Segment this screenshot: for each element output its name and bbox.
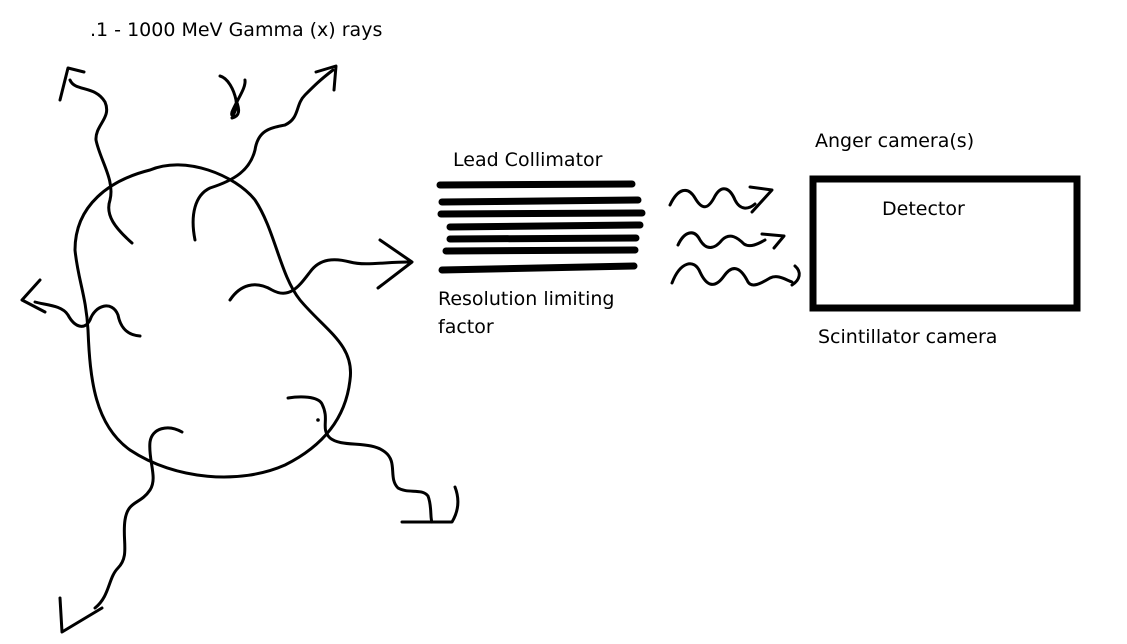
gamma-symbol [218, 74, 247, 120]
gamma-ray-bottom-right [286, 395, 434, 524]
lead-collimator [436, 180, 646, 274]
collimator-bar [442, 246, 639, 255]
collimator-bar [438, 196, 642, 206]
detector-label: Detector [882, 198, 965, 220]
organ-outline [73, 163, 353, 479]
gamma-ray-title: .1 - 1000 MeV Gamma (x) rays [90, 19, 383, 41]
anger-camera-label: Anger camera(s) [815, 130, 975, 152]
gamma-ray-left [33, 300, 142, 338]
collimator-bar [438, 262, 638, 274]
photon-wave-middle [676, 231, 767, 249]
collimator-bar [436, 180, 636, 189]
resolution-label: Resolution limiting factor [438, 288, 615, 338]
arrowhead-top-left [58, 66, 86, 102]
collimator-label: Lead Collimator [453, 149, 603, 171]
dot-mark [316, 418, 320, 422]
collimator-bar [446, 234, 640, 243]
photon-arrowhead-bottom [790, 264, 801, 287]
scintillator-label: Scintillator camera [818, 326, 998, 348]
arrowhead-top-right [314, 64, 338, 92]
arrowhead-left [20, 278, 47, 314]
collimator-bar [437, 209, 646, 218]
collimator-bar [446, 221, 644, 231]
arrowhead-right [376, 238, 414, 290]
gamma-ray-top-right [191, 68, 335, 242]
photon-arrowhead-middle [760, 232, 786, 250]
detector-box [809, 175, 1081, 312]
gamma-ray-top-left [68, 78, 134, 245]
photon-wave-bottom [670, 262, 794, 287]
arrowhead-bottom-left [58, 596, 104, 634]
photon-wave-top [668, 187, 757, 210]
gamma-ray-bottom-left [93, 426, 184, 610]
photon-arrowhead-top [748, 185, 774, 214]
arrowhead-bottom-right [400, 485, 460, 524]
gamma-ray-right [228, 258, 410, 302]
